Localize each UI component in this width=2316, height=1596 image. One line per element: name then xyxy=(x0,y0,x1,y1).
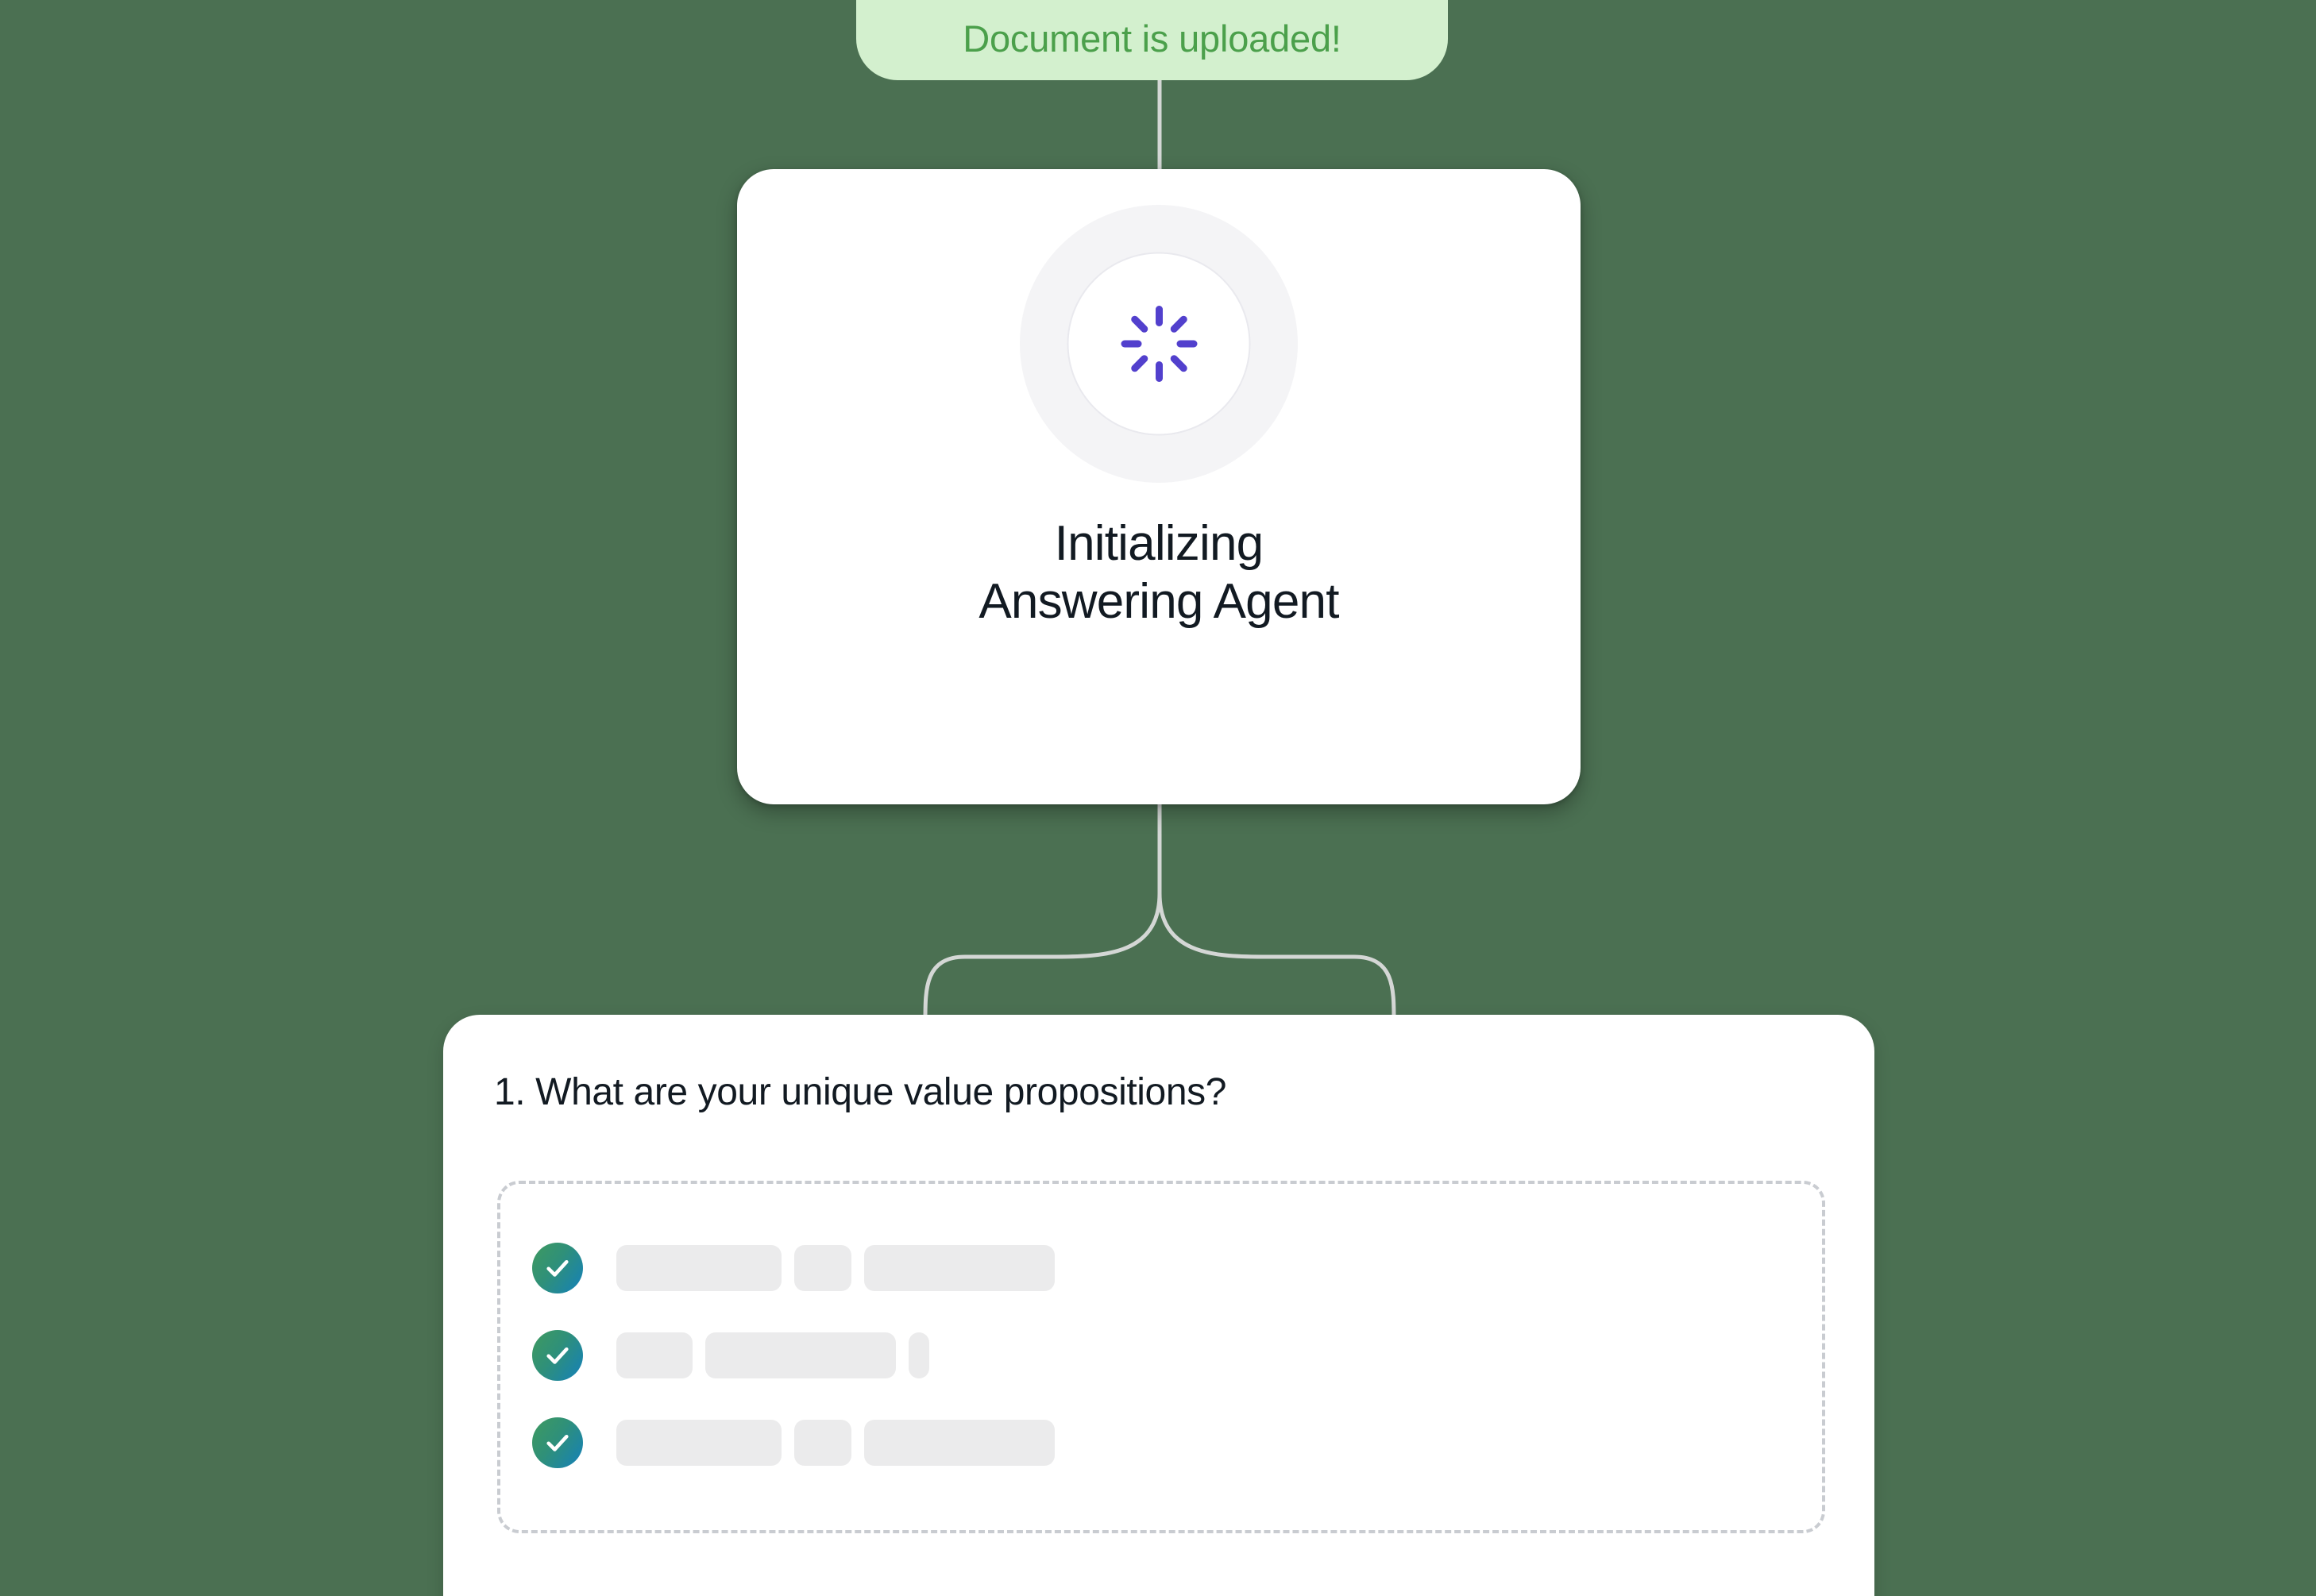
connector-branch-right xyxy=(1157,892,1396,1032)
skeleton-bar xyxy=(705,1332,896,1378)
connector-branch-left xyxy=(923,892,1162,1032)
agent-status-card: Initializing Answering Agent xyxy=(737,169,1581,804)
spinner-container xyxy=(1020,205,1298,483)
skeleton-bar xyxy=(616,1420,782,1466)
agent-status-title: Initializing Answering Agent xyxy=(979,515,1339,630)
question-card: 1. What are your unique value propositio… xyxy=(443,1015,1874,1596)
answer-row-list xyxy=(500,1184,1822,1530)
status-badge: Document is uploaded! xyxy=(856,0,1448,80)
question-text: 1. What are your unique value propositio… xyxy=(494,1071,1227,1113)
skeleton-bar xyxy=(864,1245,1055,1291)
answer-row xyxy=(532,1417,1822,1468)
answer-row xyxy=(532,1330,1822,1381)
loading-spinner-icon xyxy=(1121,306,1197,382)
skeleton-bar xyxy=(794,1245,851,1291)
answer-row xyxy=(532,1243,1822,1293)
agent-status-title-line-1: Initializing xyxy=(1054,516,1264,571)
check-circle-icon xyxy=(532,1330,583,1381)
spinner-halo-inner xyxy=(1067,252,1251,436)
check-circle-icon xyxy=(532,1243,583,1293)
agent-status-title-line-2: Answering Agent xyxy=(979,574,1339,630)
skeleton-bar xyxy=(616,1332,693,1378)
skeleton-bars xyxy=(616,1245,1055,1291)
skeleton-bar xyxy=(909,1332,929,1378)
skeleton-bar xyxy=(616,1245,782,1291)
status-badge-label: Document is uploaded! xyxy=(963,17,1341,60)
check-circle-icon xyxy=(532,1417,583,1468)
skeleton-bar xyxy=(794,1420,851,1466)
skeleton-bars xyxy=(616,1332,929,1378)
skeleton-bar xyxy=(864,1420,1055,1466)
answer-dropzone[interactable] xyxy=(497,1181,1825,1533)
skeleton-bars xyxy=(616,1420,1055,1466)
